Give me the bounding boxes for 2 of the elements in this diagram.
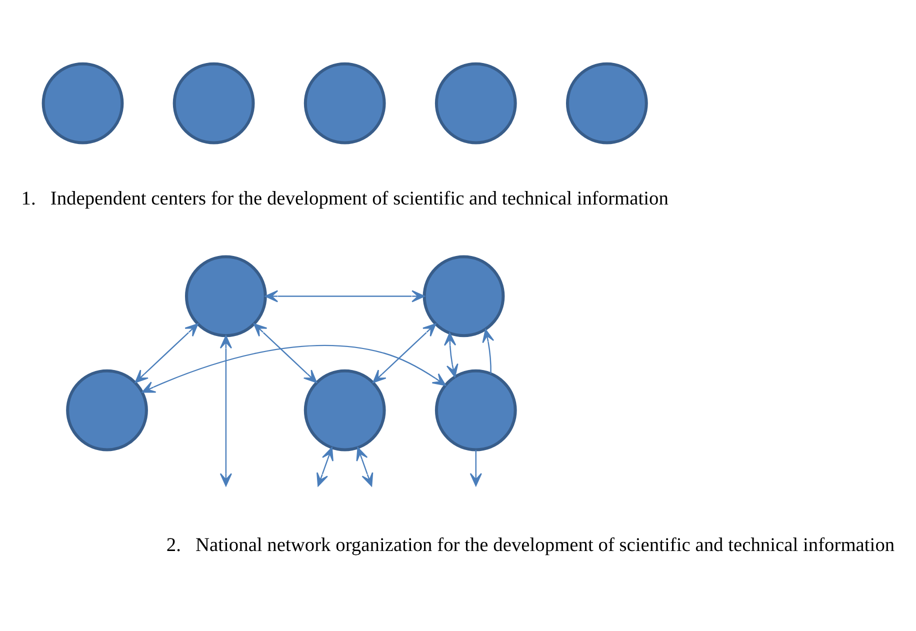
label: 1. Independent centers for the development of scientific and technical information <box>21 188 668 209</box>
label: 2. National network organization for the development of scientific and technical information <box>166 534 895 556</box>
